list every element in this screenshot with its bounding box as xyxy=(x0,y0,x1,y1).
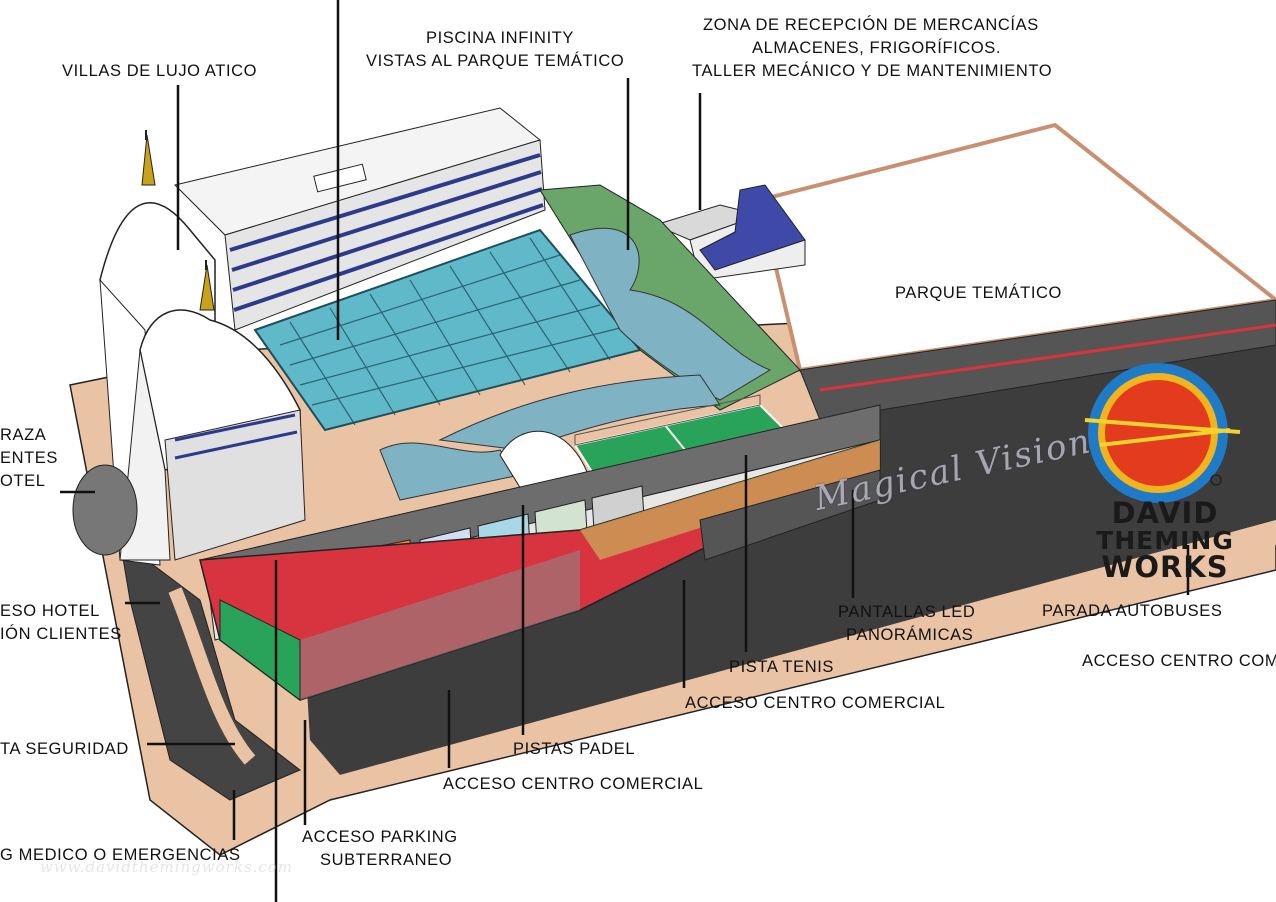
label-acceso-hotel-line1: ESO HOTEL xyxy=(0,602,100,620)
label-parque-tematico: PARQUE TEMÁTICO xyxy=(895,284,1062,302)
label-piscina-line2: VISTAS AL PARQUE TEMÁTICO xyxy=(366,52,625,70)
label-parking-line1: ACCESO PARKING xyxy=(302,828,458,846)
label-pistas-padel: PISTAS PADEL xyxy=(513,740,636,758)
label-acceso-hotel-line2: IÓN CLIENTES xyxy=(0,625,122,643)
label-pantallas-led-line2: PANORÁMICAS xyxy=(846,626,974,644)
label-terraza-line2: ENTES xyxy=(0,449,59,467)
site-ground xyxy=(69,299,1276,856)
logo-line1: DAVID xyxy=(1111,496,1219,530)
logo-wordmark: DAVID THEMING WORKS xyxy=(1090,496,1240,584)
label-pista-tenis: PISTA TENIS xyxy=(729,658,835,676)
theme-park-plot xyxy=(757,122,1276,421)
label-medico: G MEDICO O EMERGENCIAS xyxy=(0,846,241,864)
dome-towers xyxy=(72,130,306,566)
leader-lines xyxy=(60,0,1190,902)
label-terraza-line1: RAZA xyxy=(0,426,47,444)
label-acceso-comercial-right: ACCESO CENTRO COM xyxy=(1082,652,1276,670)
service-building xyxy=(653,184,806,281)
glass-roof xyxy=(253,228,642,432)
label-terraza-line3: OTEL xyxy=(0,472,46,490)
label-piscina-line1: PISCINA INFINITY xyxy=(426,29,575,47)
label-zona-line1: ZONA DE RECEPCIÓN DE MERCANCÍAS xyxy=(703,16,1039,34)
logo-line3: WORKS xyxy=(1101,550,1229,584)
label-pantallas-led-line1: PANTALLAS LED xyxy=(838,603,976,621)
label-zona-line2: ALMACENES, FRIGORÍFICOS. xyxy=(752,39,1002,57)
label-villas: VILLAS DE LUJO ATICO xyxy=(62,62,258,80)
label-parada-autobuses: PARADA AUTOBUSES xyxy=(1042,602,1223,620)
label-seguridad: TA SEGURIDAD xyxy=(0,740,129,758)
david-theming-works-logo xyxy=(1084,363,1241,503)
infinity-pool-garden xyxy=(379,184,801,501)
label-acceso-comercial-bottom: ACCESO CENTRO COMERCIAL xyxy=(443,775,704,793)
url-watermark: www.davidthemingworks.com xyxy=(40,858,294,876)
label-parking-line2: SUBTERRANEO xyxy=(320,851,453,869)
label-zona-line3: TALLER MECÁNICO Y DE MANTENIMIENTO xyxy=(692,62,1053,80)
hotel-tower xyxy=(174,107,546,331)
label-acceso-comercial-middle: ACCESO CENTRO COMERCIAL xyxy=(685,694,946,712)
logo-line2: THEMING xyxy=(1096,526,1234,555)
